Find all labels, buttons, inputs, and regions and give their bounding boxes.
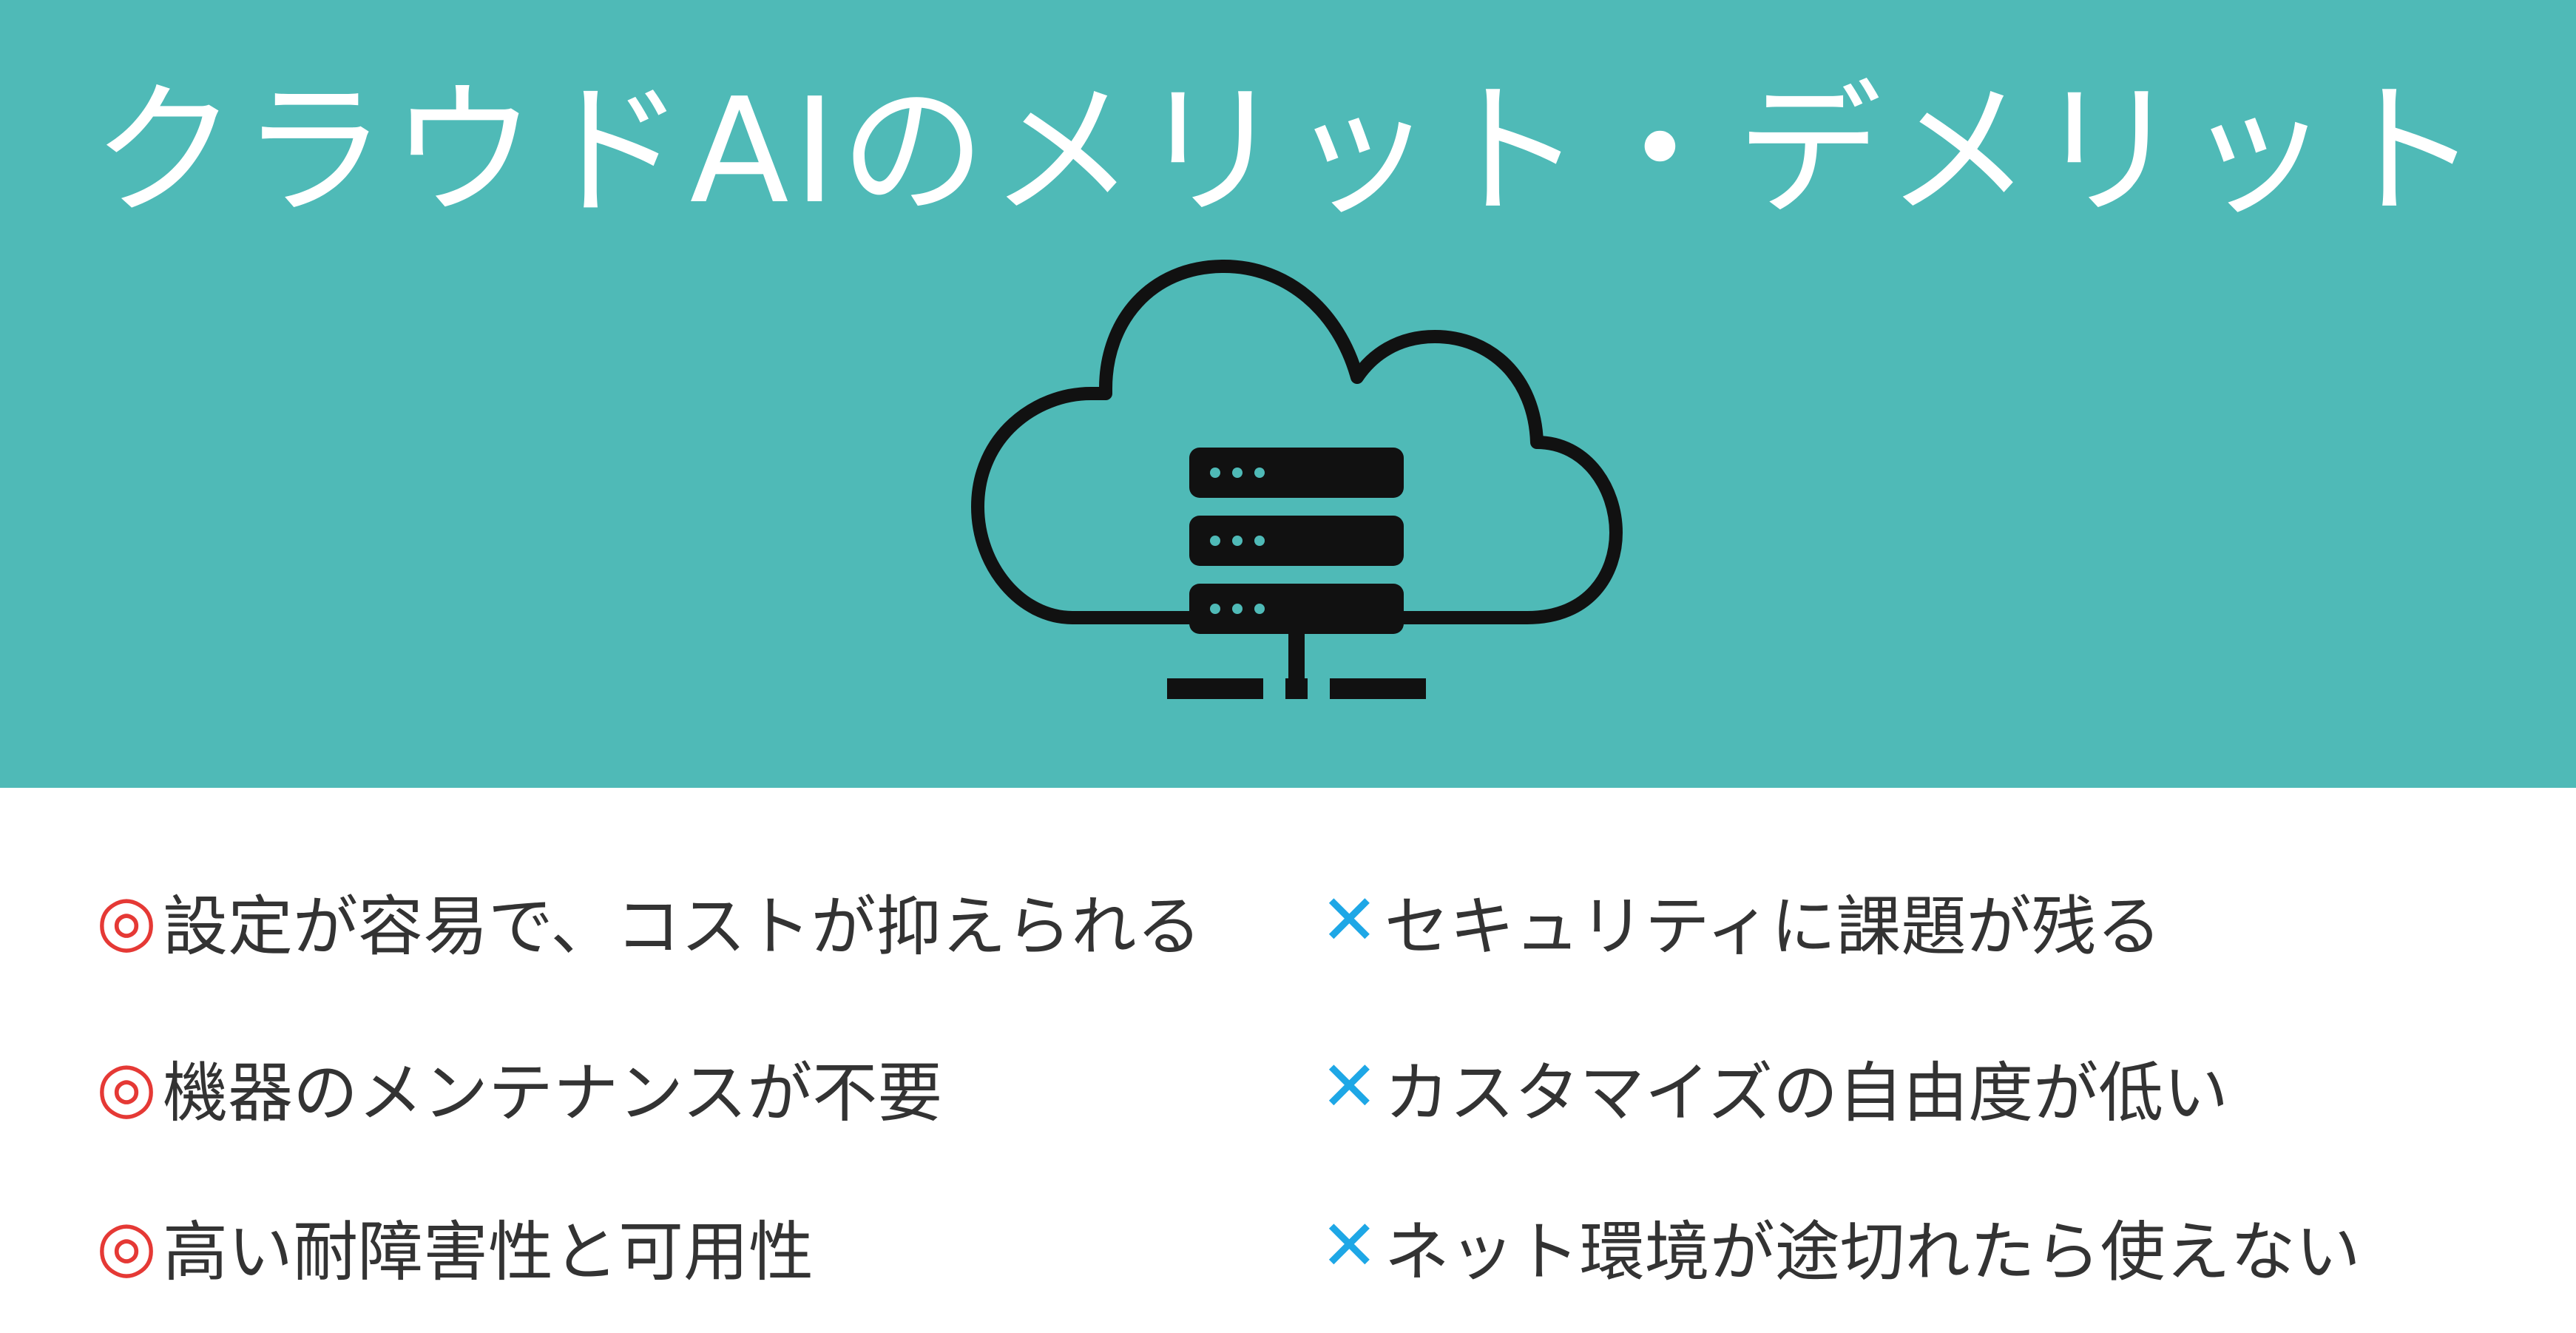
cloud-outline [971,260,1623,624]
demerit-item: ✕ ネット環境が途切れたら使えない [1320,1202,2361,1291]
merit-item: ◎ 高い耐障害性と可用性 [96,1202,814,1291]
demerit-text: カスタマイズの自由度が低い [1384,1054,2229,1131]
cross-icon: ✕ [1320,1047,1379,1127]
double-circle-icon: ◎ [96,880,158,961]
demerit-item: ✕ セキュリティに課題が残る [1320,877,2162,965]
double-circle-icon: ◎ [96,1206,158,1286]
cross-icon: ✕ [1320,1206,1379,1286]
demerit-text: セキュリティに課題が残る [1384,888,2162,965]
merit-text: 設定が容易で、コストが抑えられる [163,888,1202,965]
page-title: クラウドAIのメリット・デメリット [92,67,2484,236]
demerit-item: ✕ カスタマイズの自由度が低い [1320,1043,2228,1132]
cloud-server-icon [971,260,1623,699]
merit-text: 機器のメンテナンスが不要 [163,1054,943,1131]
merit-item: ◎ 機器のメンテナンスが不要 [96,1043,942,1132]
header-banner: クラウドAIのメリット・デメリット [0,0,2576,788]
cross-icon: ✕ [1320,880,1379,961]
double-circle-icon: ◎ [96,1047,158,1127]
merit-text: 高い耐障害性と可用性 [163,1213,814,1290]
merit-item: ◎ 設定が容易で、コストが抑えられる [96,877,1202,965]
demerit-text: ネット環境が途切れたら使えない [1384,1213,2361,1290]
server-stack [1189,448,1404,634]
network-connector [1167,634,1426,699]
merits-demerits-list: ◎ 設定が容易で、コストが抑えられる ◎ 機器のメンテナンスが不要 ◎ 高い耐障… [0,788,2576,1333]
